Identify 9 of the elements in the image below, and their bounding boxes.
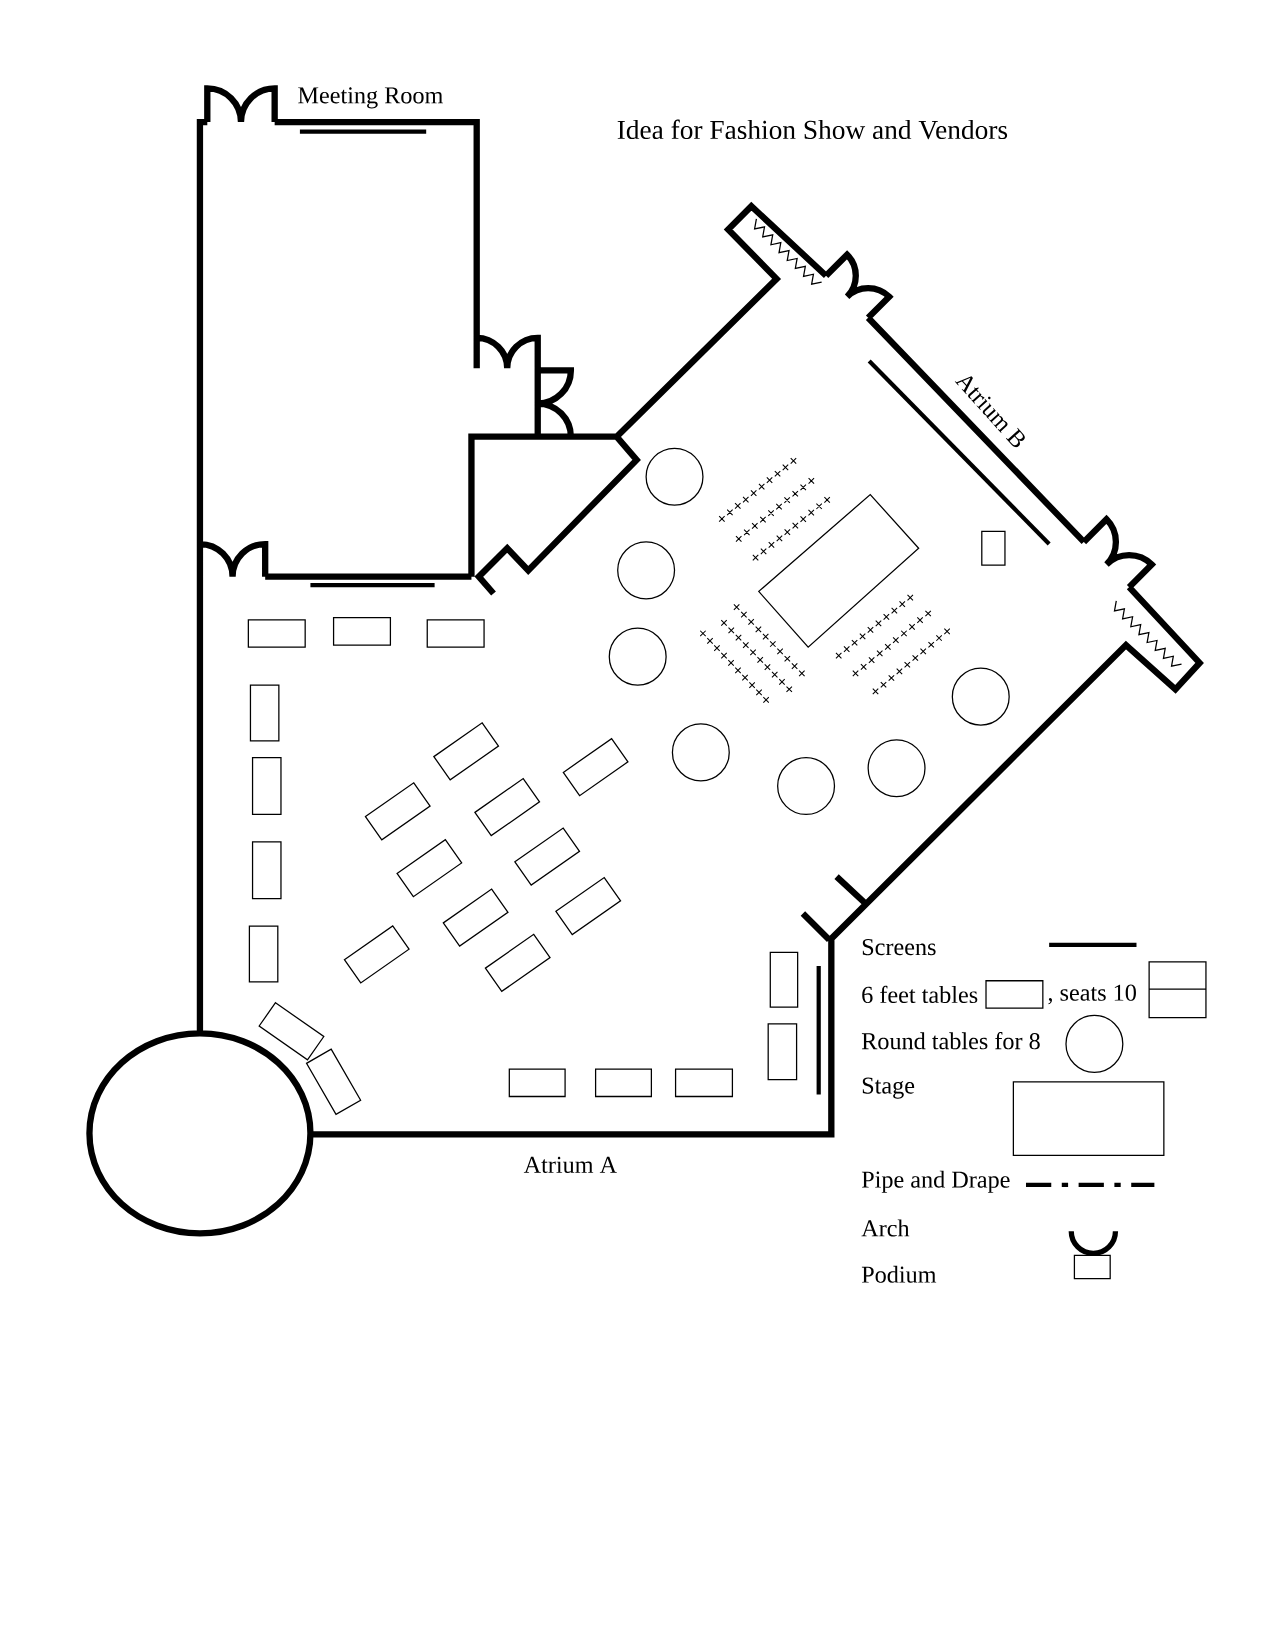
legend-item: Screens: [862, 938, 1137, 956]
title: Idea for Fashion Show and Vendors: [617, 119, 1007, 140]
legend-item: 6 feet tables: [862, 980, 1044, 1009]
legend-item: Arch: [861, 1219, 1118, 1256]
room-label: Atrium A: [523, 1156, 617, 1174]
legend-item: Pipe and Drape: [861, 1170, 1155, 1193]
room-label: Meeting Room: [298, 87, 443, 109]
legend-item: Stage: [862, 1077, 1165, 1157]
legend-item: Podium: [861, 1254, 1111, 1283]
